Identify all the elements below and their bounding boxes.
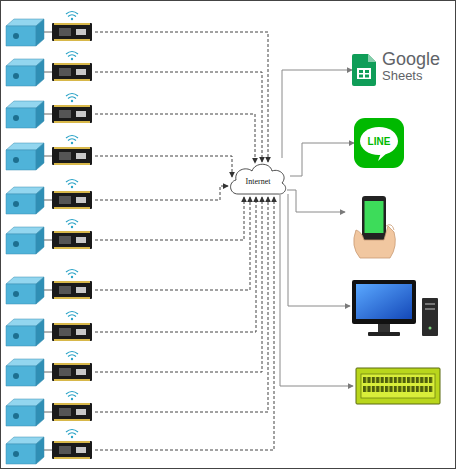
sensor-unit bbox=[6, 52, 92, 87]
data-link bbox=[95, 197, 274, 450]
sensor-unit bbox=[6, 12, 92, 47]
phone-in-hand bbox=[354, 196, 396, 258]
data-link bbox=[95, 197, 250, 290]
data-link bbox=[95, 197, 244, 240]
computer bbox=[352, 280, 438, 336]
data-link bbox=[95, 197, 268, 412]
logo-text: GoogleSheets bbox=[382, 50, 440, 83]
sensor-unit bbox=[6, 312, 92, 347]
node-label: Google bbox=[382, 50, 440, 69]
data-link bbox=[95, 197, 262, 372]
output-link bbox=[280, 195, 353, 386]
data-link bbox=[95, 72, 262, 162]
sensor-unit bbox=[6, 352, 92, 387]
data-link bbox=[95, 32, 268, 162]
sensor-unit bbox=[6, 392, 92, 427]
sensor-unit bbox=[6, 180, 92, 215]
output-arrow bbox=[282, 70, 352, 158]
app-logo: LINE bbox=[354, 118, 404, 168]
data-link bbox=[95, 156, 232, 177]
node-label: Internet bbox=[246, 177, 271, 186]
service-logo: GoogleSheets bbox=[352, 48, 452, 92]
data-link bbox=[95, 197, 256, 332]
output-link bbox=[288, 194, 350, 306]
sensor-unit bbox=[6, 430, 92, 465]
data-link bbox=[95, 186, 228, 200]
sensor-unit bbox=[6, 136, 92, 171]
output-link bbox=[287, 190, 345, 212]
cloud-node: Internet bbox=[226, 158, 290, 198]
node-label: Sheets bbox=[382, 69, 440, 83]
node-label: LINE bbox=[368, 136, 391, 147]
sensor-unit bbox=[6, 270, 92, 305]
sensor-unit bbox=[6, 220, 92, 255]
sheets-icon bbox=[352, 54, 376, 86]
output-arrow bbox=[290, 143, 354, 176]
sensor-unit bbox=[6, 94, 92, 129]
lcd-display bbox=[356, 368, 440, 404]
